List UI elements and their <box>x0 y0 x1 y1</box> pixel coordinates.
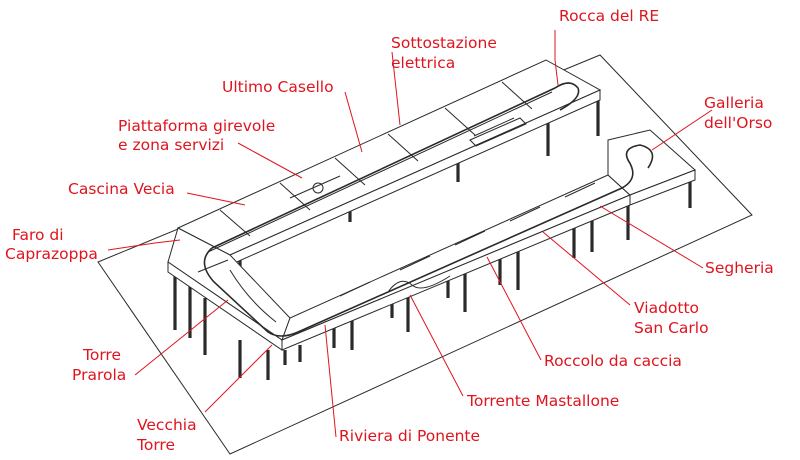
track <box>203 82 654 337</box>
label-faro-line1: Faro di <box>12 226 64 244</box>
label-viadotto-line2: San Carlo <box>634 319 709 337</box>
module-seams <box>197 81 596 297</box>
label-galleria-line1: Galleria <box>704 94 764 112</box>
label-vecchia-torre-line2: Torre <box>136 436 175 454</box>
label-piattaforma-line1: Piattaforma girevole <box>118 117 275 135</box>
label-faro-line2: Caprazoppa <box>5 245 98 263</box>
label-segheria: Segheria <box>705 259 774 277</box>
label-ultimo-casello: Ultimo Casello <box>222 78 334 96</box>
label-torrente: Torrente Mastallone <box>466 392 619 410</box>
leader-lines <box>107 30 713 438</box>
label-roccolo: Roccolo da caccia <box>544 352 682 370</box>
label-riviera: Riviera di Ponente <box>339 427 480 445</box>
label-rocca-del-re: Rocca del RE <box>559 7 659 25</box>
label-sottostazione-line2: elettrica <box>391 54 455 72</box>
label-sottostazione-line1: Sottostazione <box>391 34 497 52</box>
bench <box>167 59 696 351</box>
label-torre-prarola-line1: Torre <box>82 346 121 364</box>
label-torre-prarola-line2: Prarola <box>72 366 126 384</box>
labels: Rocca del RE Sottostazione elettrica Ult… <box>5 7 774 454</box>
label-cascina-vecia: Cascina Vecia <box>68 180 175 198</box>
label-viadotto-line1: Viadotto <box>634 299 699 317</box>
label-vecchia-torre-line1: Vecchia <box>137 416 197 434</box>
label-galleria-line2: dell'Orso <box>704 114 772 132</box>
right-block-face <box>629 169 696 206</box>
label-piattaforma-line2: e zona servizi <box>118 136 224 154</box>
